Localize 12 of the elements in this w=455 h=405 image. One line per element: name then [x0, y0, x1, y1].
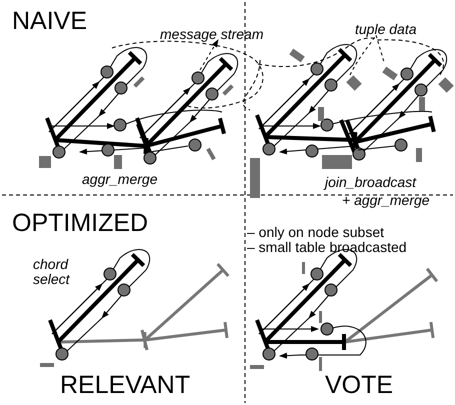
annotation: – small table broadcasted	[247, 240, 407, 256]
annotation: join_broadcast	[325, 175, 416, 190]
annotation: + aggr_merge	[342, 193, 430, 208]
annotation: message stream	[160, 27, 264, 42]
annotation: tuple data	[355, 22, 416, 38]
annotation: – only on node subset	[247, 225, 384, 240]
section-heading: RELEVANT	[60, 372, 190, 400]
section-heading: VOTE	[325, 372, 394, 400]
section-heading: NAIVE	[12, 8, 88, 36]
annotation: chord select	[33, 257, 71, 288]
section-heading: OPTIMIZED	[12, 210, 148, 238]
annotation: aggr_merge	[82, 172, 158, 188]
